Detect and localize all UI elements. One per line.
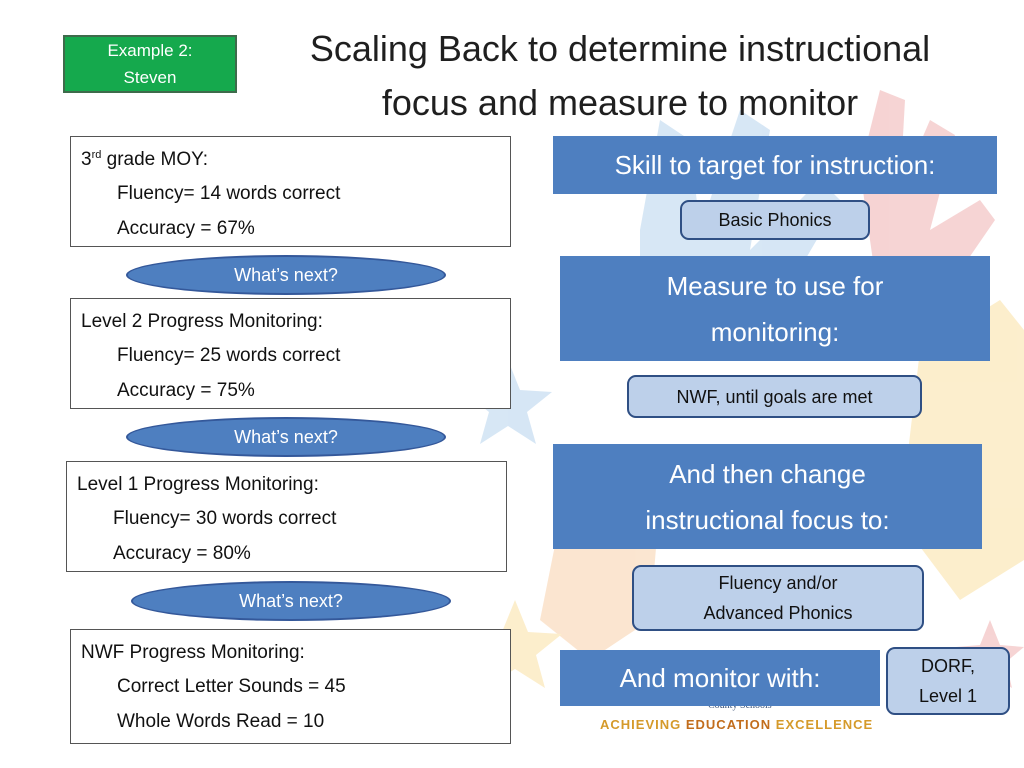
score-box-level1-heading: Level 1 Progress Monitoring: (77, 474, 319, 495)
change-focus-header: And then change instructional focus to: (553, 444, 982, 549)
monitor-with-value: DORF, Level 1 (886, 647, 1010, 715)
score-box-moy-fluency: Fluency= 14 words correct (117, 183, 341, 204)
score-box-moy-heading: 3rd grade MOY: (81, 148, 500, 172)
score-box-level1: Level 1 Progress Monitoring: Fluency= 30… (66, 461, 507, 572)
score-box-level2-fluency: Fluency= 25 words correct (117, 345, 341, 366)
monitor-with-header: And monitor with: (560, 650, 880, 706)
example-tag-line1: Example 2: (107, 41, 193, 60)
score-box-moy-accuracy: Accuracy = 67% (117, 218, 255, 239)
change-focus-value-line2: Advanced Phonics (703, 603, 853, 623)
score-box-level2: Level 2 Progress Monitoring: Fluency= 25… (70, 298, 511, 409)
grade-heading-rest: grade MOY: (101, 149, 209, 170)
grade-ordinal: rd (91, 149, 102, 161)
slogan-word-achieving: ACHIEVING (600, 717, 682, 732)
change-focus-header-line2: instructional focus to: (645, 504, 890, 535)
whats-next-oval-1: What’s next? (126, 255, 446, 295)
skill-target-value: Basic Phonics (680, 200, 870, 240)
score-box-moy: 3rd grade MOY: Fluency= 14 words correct… (70, 136, 511, 247)
score-box-nwf-letter-sounds: Correct Letter Sounds = 45 (117, 676, 346, 697)
monitor-with-value-line2: Level 1 (918, 686, 978, 706)
change-focus-value: Fluency and/or Advanced Phonics (632, 565, 924, 631)
change-focus-value-line1: Fluency and/or (718, 573, 838, 593)
score-box-level1-fluency: Fluency= 30 words correct (113, 508, 337, 529)
slogan-word-excellence: EXCELLENCE (775, 717, 874, 732)
district-slogan: ACHIEVING EDUCATION EXCELLENCE (600, 717, 882, 732)
example-tag-line2: Steven (123, 68, 177, 87)
example-tag: Example 2: Steven (63, 35, 237, 93)
skill-target-header: Skill to target for instruction: (553, 136, 997, 194)
measure-value: NWF, until goals are met (627, 375, 922, 418)
score-box-level1-accuracy: Accuracy = 80% (113, 543, 251, 564)
whats-next-oval-3: What’s next? (131, 581, 451, 621)
measure-header: Measure to use for monitoring: (560, 256, 990, 361)
score-box-level2-heading: Level 2 Progress Monitoring: (81, 311, 323, 332)
measure-header-line2: monitoring: (710, 316, 840, 347)
whats-next-oval-2: What’s next? (126, 417, 446, 457)
score-box-nwf-whole-words: Whole Words Read = 10 (117, 711, 325, 732)
score-box-nwf-heading: NWF Progress Monitoring: (81, 642, 305, 663)
slide-title-line2: focus and measure to monitor (381, 82, 859, 123)
score-box-nwf: NWF Progress Monitoring: Correct Letter … (70, 629, 511, 744)
grade-number: 3 (81, 149, 92, 170)
score-box-level2-accuracy: Accuracy = 75% (117, 380, 255, 401)
monitor-with-value-line1: DORF, (921, 656, 975, 676)
slide-title: Scaling Back to determine instructional … (250, 22, 990, 130)
change-focus-header-line1: And then change (669, 458, 866, 489)
slogan-word-education: EDUCATION (685, 717, 772, 732)
measure-header-line1: Measure to use for (666, 270, 884, 301)
slide-title-line1: Scaling Back to determine instructional (309, 28, 931, 69)
